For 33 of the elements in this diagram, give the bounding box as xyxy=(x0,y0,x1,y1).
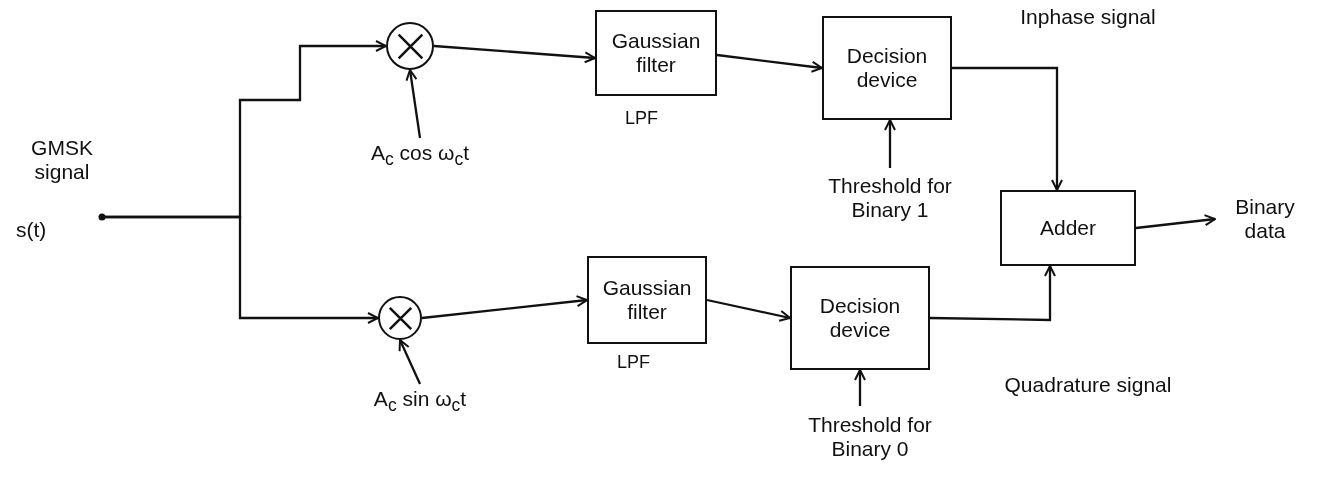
multiplier-circle xyxy=(386,22,434,70)
multiplier-circle xyxy=(378,296,422,340)
arrow xyxy=(1135,214,1216,230)
process-box xyxy=(587,256,707,344)
arrow xyxy=(952,66,1063,191)
arrow xyxy=(706,298,791,322)
process-box xyxy=(1000,190,1136,266)
process-box xyxy=(595,10,717,96)
filter-type-label: LPF xyxy=(617,352,650,373)
input-label: Binary data xyxy=(1234,194,1296,244)
arrow xyxy=(405,69,422,139)
arrow xyxy=(102,215,379,324)
input-label: A$_{c}$ sin ω$_{c}$t xyxy=(373,386,467,416)
input-label: Threshold for Binary 0 xyxy=(807,412,933,462)
process-box xyxy=(790,266,930,370)
box-label: Decision device xyxy=(845,43,929,93)
arrow xyxy=(854,369,866,406)
box-label: Adder xyxy=(1039,215,1096,241)
arrow xyxy=(884,119,896,168)
process-box xyxy=(822,16,952,120)
signal-name: s(t) xyxy=(16,217,47,242)
box-label: Decision device xyxy=(818,293,902,343)
input-label: Threshold for Binary 1 xyxy=(827,173,953,223)
signal-label: GMSK signal xyxy=(30,136,94,185)
arrow xyxy=(421,295,588,320)
box-label: Gaussian filter xyxy=(601,275,693,325)
box-label: Gaussian filter xyxy=(610,28,702,78)
arrow xyxy=(716,53,823,73)
arrow xyxy=(398,339,422,385)
arrow xyxy=(433,44,596,64)
input-label: A$_{c}$ cos ω$_{c}$t xyxy=(370,140,470,170)
arrow xyxy=(930,265,1056,322)
filter-type-label: LPF xyxy=(625,108,658,129)
